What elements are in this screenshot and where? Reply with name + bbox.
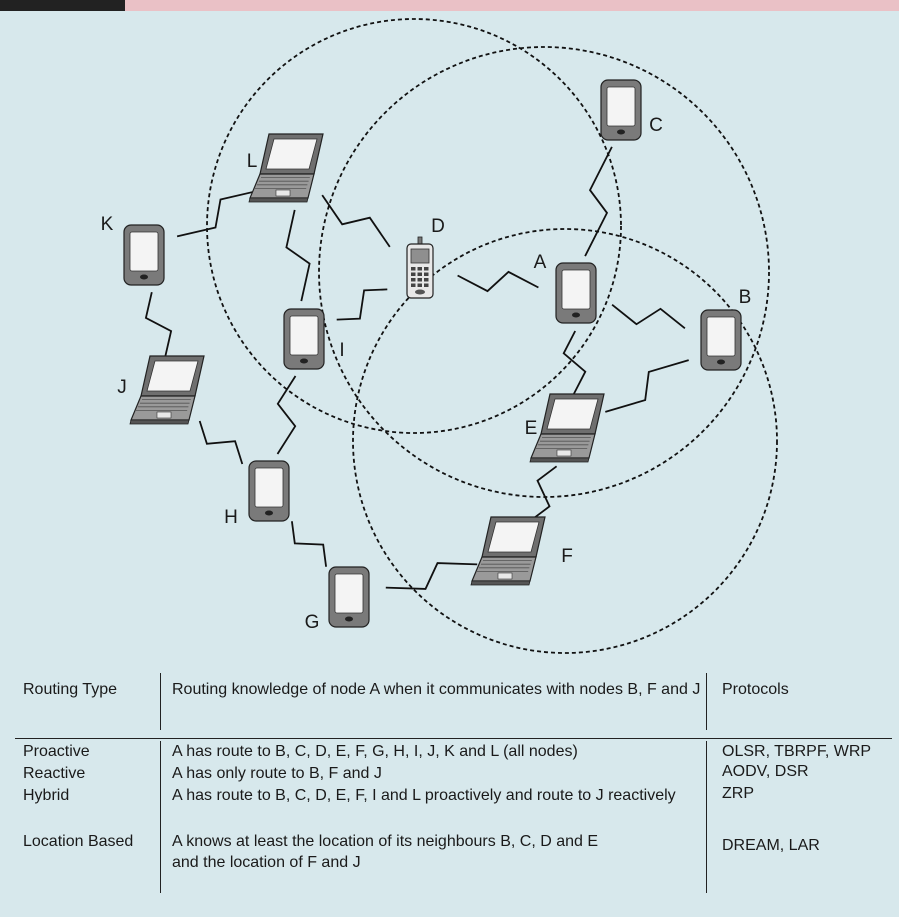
node-a-tablet-icon: [555, 262, 597, 324]
wireless-link-g-f: [385, 562, 478, 590]
table-row-hybrid-protocols: ZRP: [722, 785, 754, 802]
top-banner-tab: [0, 0, 125, 11]
node-label-a: A: [534, 252, 547, 273]
table-row-reactive-protocols: AODV, DSR: [722, 763, 809, 780]
range-circle-l: [206, 18, 622, 434]
node-b-tablet-icon: [700, 309, 742, 371]
wireless-link-f-e: [529, 465, 558, 522]
table-row-location-based-type: Location Based: [23, 833, 134, 850]
table-column-divider: [706, 673, 707, 730]
wireless-link-j-h: [198, 420, 244, 465]
node-l-laptop-icon: [248, 133, 324, 203]
node-e-laptop-icon: [529, 393, 605, 463]
node-label-c: C: [649, 115, 663, 136]
table-column-divider: [706, 741, 707, 893]
table-row-location-based-protocols: DREAM, LAR: [722, 837, 820, 854]
table-row-proactive-type: Proactive: [23, 743, 90, 760]
table-header-divider: [15, 738, 892, 739]
table-row-hybrid-knowledge: A has route to B, C, D, E, F, I and L pr…: [172, 787, 676, 804]
wireless-link-l-d: [321, 194, 391, 248]
node-k-tablet-icon: [123, 224, 165, 286]
node-label-d: D: [431, 216, 445, 237]
wireless-link-a-b: [611, 303, 686, 330]
node-label-l: L: [247, 151, 258, 172]
table-row-proactive-knowledge: A has route to B, C, D, E, F, G, H, I, J…: [172, 743, 578, 760]
range-circle-a: [318, 46, 770, 498]
network-diagram: A B C D E F G H I J K L: [101, 18, 778, 654]
node-label-f: F: [561, 546, 573, 567]
table-header-routing-type: Routing Type: [23, 681, 117, 698]
wireless-link-k-j: [144, 291, 173, 358]
node-label-i: I: [339, 340, 344, 361]
wireless-link-e-b: [605, 359, 689, 413]
top-banner: [0, 0, 899, 11]
node-label-h: H: [224, 507, 238, 528]
wireless-link-i-h: [276, 375, 297, 455]
wireless-link-i-d: [336, 288, 388, 321]
wireless-link-k-l: [176, 189, 260, 238]
node-j-laptop-icon: [129, 355, 205, 425]
node-f-laptop-icon: [470, 516, 546, 586]
node-label-k: K: [101, 214, 114, 235]
table-row-location-based-knowledge: A knows at least the location of its nei…: [172, 833, 599, 871]
node-i-tablet-icon: [283, 308, 325, 370]
range-circle-e: [352, 228, 778, 654]
wireless-link-h-g: [291, 521, 327, 567]
wireless-link-d-a: [457, 270, 539, 293]
table-row-hybrid-type: Hybrid: [23, 787, 70, 804]
node-label-j: J: [117, 377, 127, 398]
wireless-links: [144, 146, 689, 590]
node-d-phone-icon: [406, 236, 434, 299]
node-c-tablet-icon: [600, 79, 642, 141]
node-h-tablet-icon: [248, 460, 290, 522]
wireless-link-l-i: [285, 209, 311, 302]
table-header-routing-knowledge: Routing knowledge of node A when it comm…: [172, 681, 701, 698]
node-label-b: B: [739, 287, 752, 308]
table-row-reactive-knowledge: A has only route to B, F and J: [172, 765, 382, 782]
transmission-range-circles: [206, 18, 778, 654]
wireless-link-a-c: [584, 146, 613, 257]
table-row-proactive-protocols: OLSR, TBRPF, WRP: [722, 743, 872, 760]
node-g-tablet-icon: [328, 566, 370, 628]
wireless-link-e-a: [562, 330, 587, 395]
network-nodes: A B C D E F G H I J K L: [101, 79, 752, 633]
table-column-divider: [160, 741, 161, 893]
table-row-reactive-type: Reactive: [23, 765, 86, 782]
node-label-g: G: [305, 612, 320, 633]
table-header-protocols: Protocols: [722, 681, 789, 698]
table-column-divider: [160, 673, 161, 730]
node-label-e: E: [525, 418, 538, 439]
